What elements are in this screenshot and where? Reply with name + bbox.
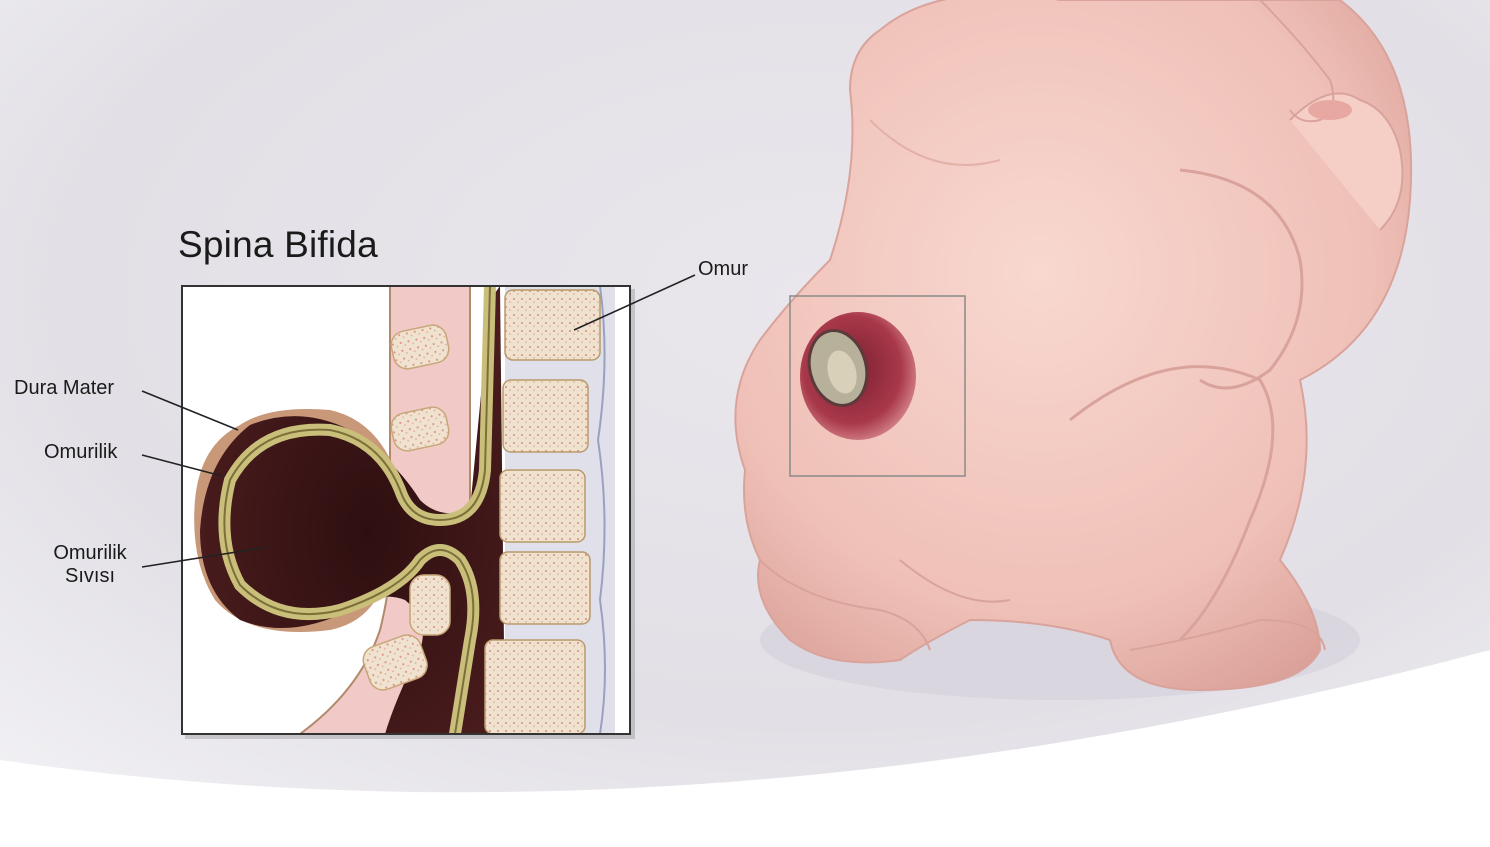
label-omurilik: Omurilik [44,441,117,464]
diagram-title: Spina Bifida [178,224,378,266]
label-omurilik-sivisi: Omurilik Sıvısı [44,542,136,588]
label-omurilik-sivisi-line1: Omurilik [44,542,136,565]
label-omur: Omur [698,258,748,281]
label-dura-mater: Dura Mater [14,377,114,400]
cross-section-inset [182,286,635,739]
label-omurilik-sivisi-line2: Sıvısı [44,565,136,588]
lesion-sac [800,312,916,440]
